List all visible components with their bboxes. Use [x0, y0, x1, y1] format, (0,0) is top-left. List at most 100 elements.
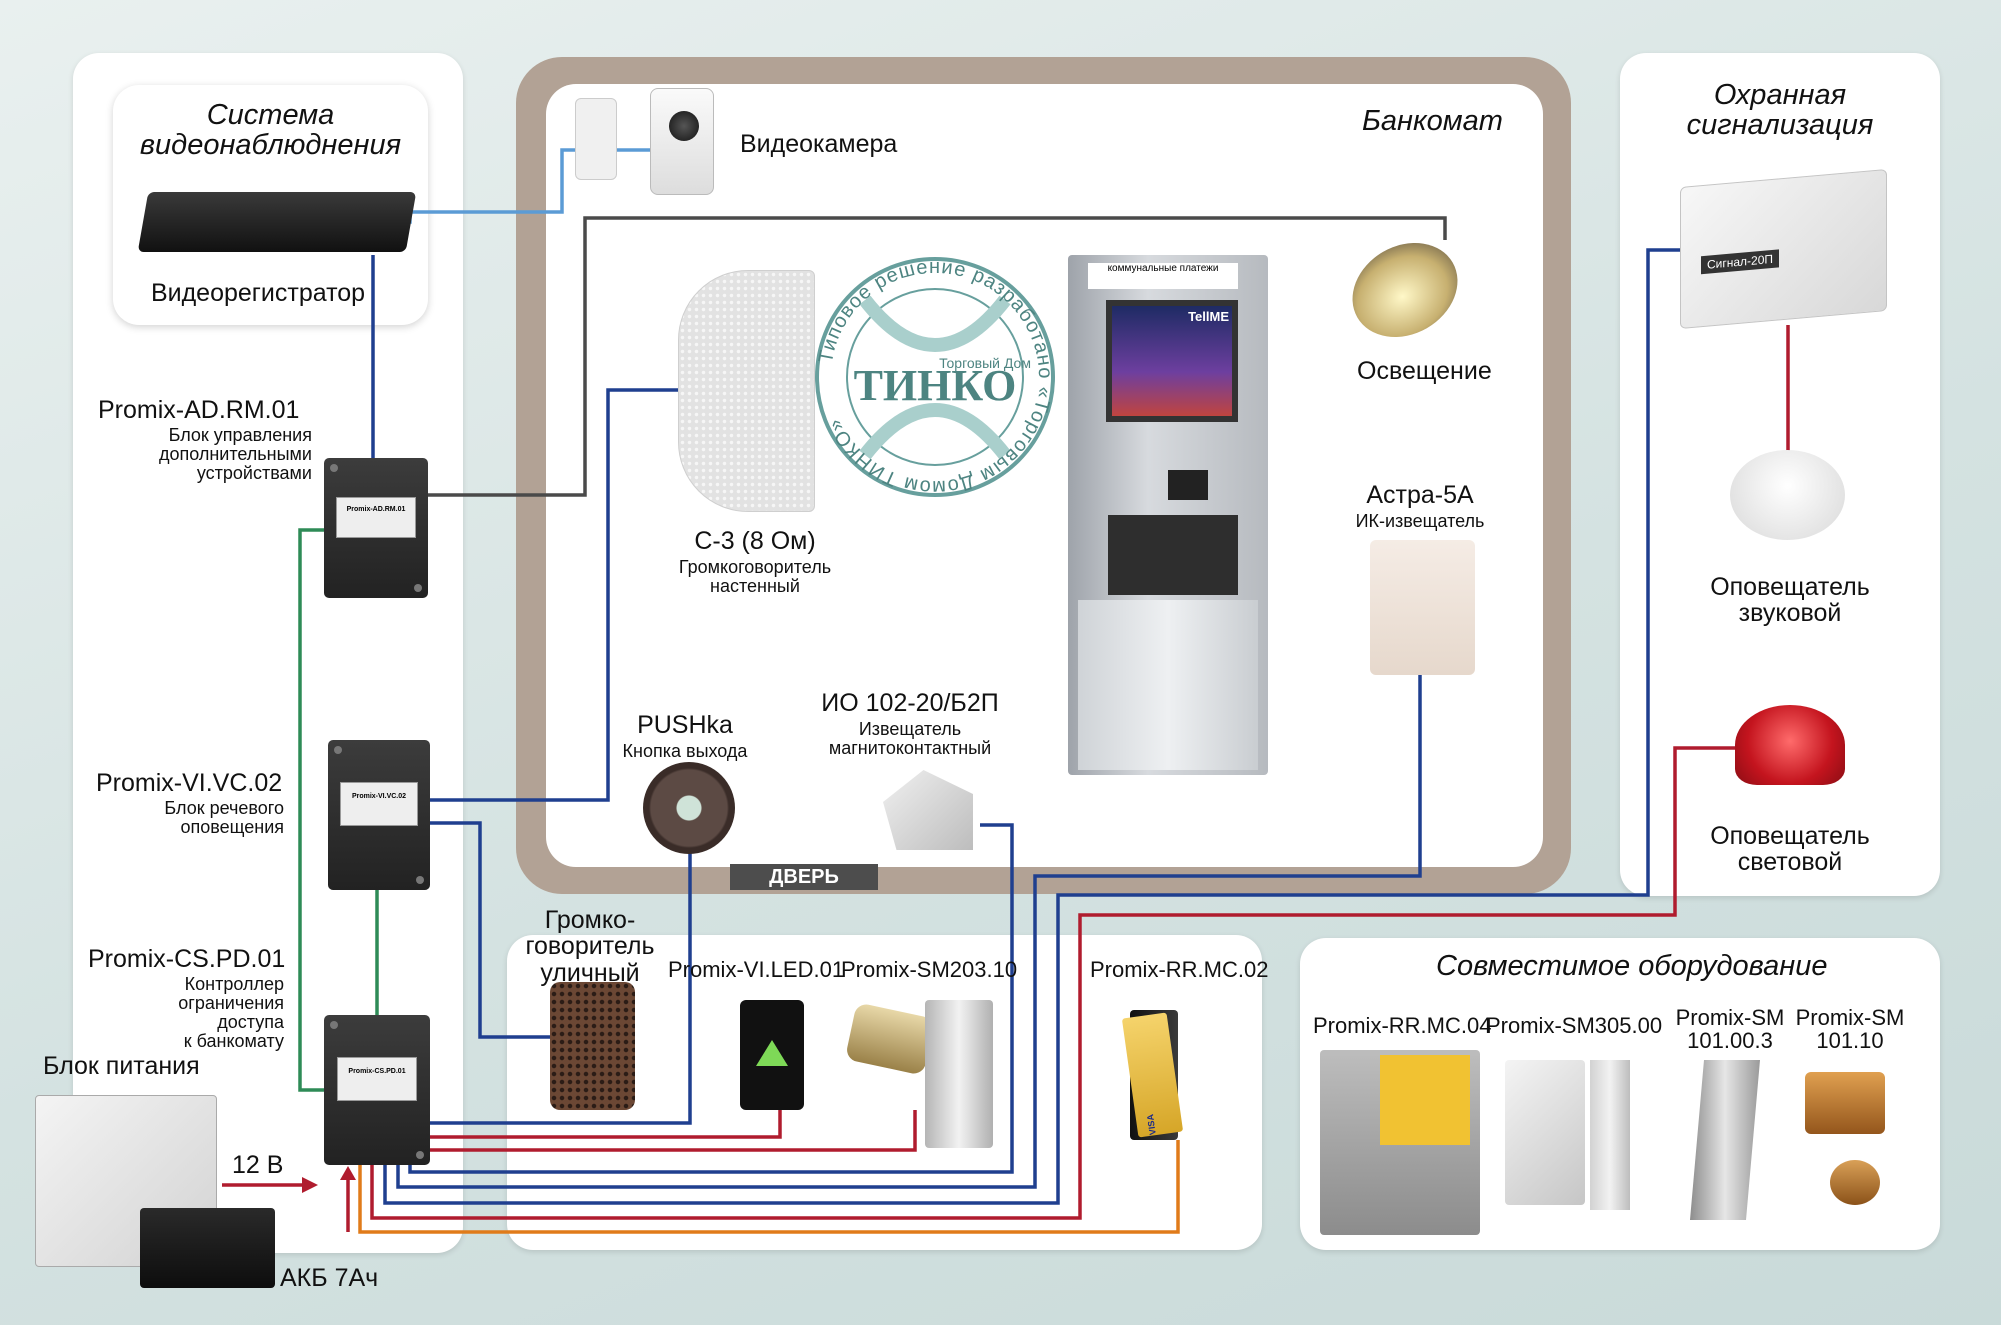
vivc-desc-line2: оповещения [180, 816, 285, 837]
cspd-name: Promix-CS.PD.01 [88, 945, 286, 973]
sounder-label-line1: Оповещатель [1710, 573, 1870, 601]
video-title: Система видеонаблюднения [113, 100, 428, 161]
wire-adrm-light [428, 216, 1447, 497]
sm203-name: Promix-SM203.10 [841, 957, 1018, 982]
cspd-device-icon: Promix-CS.PD.01 [324, 1015, 430, 1165]
sounder-icon [1730, 450, 1845, 540]
arrow-head-12v [302, 1177, 318, 1193]
cspd-desc-line1: Контроллер [184, 974, 284, 994]
astra-name: Астра-5А [1366, 481, 1474, 509]
strobe-icon [1735, 705, 1845, 785]
alarm-title-line2: сигнализация [1686, 109, 1874, 142]
street-speaker-line2: говоритель [525, 932, 655, 961]
atm-screen-logo: TellME [1188, 309, 1229, 324]
compatible-title: Совместимое оборудование [1436, 950, 1828, 982]
ir-detector-icon [1370, 540, 1475, 675]
adrm-name: Promix-AD.RM.01 [98, 396, 300, 424]
speaker-labels: С-3 (8 Ом) Громкоговоритель настенный [665, 528, 845, 596]
sm10110-name: Promix-SM 101.10 [1790, 1006, 1910, 1052]
vivc-device-icon: Promix-VI.VC.02 [328, 740, 430, 890]
cspd-desc-line3: доступа [217, 1011, 284, 1032]
alarm-title-line1: Охранная [1713, 79, 1847, 111]
alarm-device-label: Сигнал-20П [1701, 249, 1780, 275]
camera-label: Видеокамера [740, 130, 898, 158]
lock-plate-sm203-icon [925, 1000, 993, 1148]
arrow-up-head [340, 1166, 356, 1180]
vivc-desc: Блок речевого оповещения [100, 799, 284, 837]
strobe-label-line1: Оповещатель [1710, 822, 1870, 850]
card-logo-text: VISA [1144, 1113, 1158, 1136]
atm-top-banner: коммунальные платежи [1088, 263, 1238, 289]
astra-desc: ИК-извещатель [1355, 511, 1485, 532]
pushka-labels: PUSHka Кнопка выхода [610, 712, 760, 761]
atm-machine-icon: коммунальные платежи TellME [1068, 255, 1268, 775]
video-camera-icon [575, 98, 617, 180]
vivc-plate: Promix-VI.VC.02 [340, 782, 418, 826]
strobe-label: Оповещатель световой [1690, 823, 1890, 876]
astra-labels: Астра-5А ИК-извещатель [1350, 482, 1490, 531]
vivc-plate-text: Promix-VI.VC.02 [351, 793, 407, 800]
pushka-desc: Кнопка выхода [622, 741, 748, 762]
wire-cs-led [430, 1110, 782, 1139]
stamp-small-text: Торговый Дом [939, 355, 1031, 371]
adrm-plate: Promix-AD.RM.01 [336, 497, 416, 539]
cspd-plate-text: Promix-CS.PD.01 [348, 1068, 406, 1075]
lighting-label: Освещение [1357, 357, 1492, 385]
wire-cs-pushka [430, 845, 692, 1125]
camera-lens-icon [669, 111, 699, 141]
sm10100-name: Promix-SM 101.00.3 [1670, 1006, 1790, 1052]
vivc-name: Promix-VI.VC.02 [96, 769, 283, 797]
alarm-title: Охранная сигнализация [1620, 80, 1940, 141]
wire-cs-io102 [408, 823, 1014, 1174]
io102-name: ИО 102-20/Б2П [821, 689, 999, 717]
atm-screen: TellME [1106, 300, 1238, 422]
lock-sm10110-bolt-icon [1830, 1160, 1880, 1205]
screw [330, 1021, 338, 1029]
adrm-device-icon: Promix-AD.RM.01 [324, 458, 428, 598]
wire-vi-speaker [430, 388, 680, 802]
rrmc02-name: Promix-RR.MC.02 [1090, 957, 1269, 982]
street-speaker-line1: Громко- [544, 906, 636, 934]
atm-keypad-icon [1168, 470, 1208, 500]
sm305-name: Promix-SM305.00 [1486, 1013, 1663, 1038]
screw [416, 1151, 424, 1159]
pushka-name: PUSHka [637, 711, 733, 739]
wire-vi-street-speaker [430, 821, 550, 1039]
lock-sm305-plate-icon [1590, 1060, 1630, 1210]
rrmc04-name: Promix-RR.MC.04 [1313, 1013, 1492, 1038]
door-label: ДВЕРЬ [730, 864, 878, 890]
battery-label: АКБ 7Ач [280, 1264, 379, 1292]
screw [416, 876, 424, 884]
wire-cs-alarm-red [370, 746, 1740, 1220]
vivc-desc-line1: Блок речевого [164, 798, 284, 818]
wire-green-adrm-cs [298, 528, 332, 1092]
sm10100-name-line2: 101.00.3 [1687, 1028, 1773, 1054]
street-speaker-line3: уличный [540, 958, 640, 987]
cspd-desc-line4: к банкомату [183, 1030, 284, 1051]
lock-sm10110-icon [1805, 1072, 1885, 1134]
video-title-line2: видеонаблюднения [139, 129, 402, 162]
sounder-label: Оповещатель звуковой [1690, 574, 1890, 627]
sm10110-name-line2: 101.10 [1816, 1028, 1884, 1054]
cspd-plate: Promix-CS.PD.01 [336, 1057, 418, 1101]
speaker-desc-line1: Громкоговоритель [678, 557, 832, 578]
video-camera-body-icon [650, 88, 714, 195]
atm-title: Банкомат [1362, 105, 1503, 137]
speaker-desc-line2: настенный [710, 576, 800, 597]
cspd-desc-line2: ограничения [178, 992, 284, 1013]
screw [330, 464, 338, 472]
cspd-desc: Контроллер ограничения доступа к банкома… [100, 975, 284, 1051]
atm-dispenser [1108, 515, 1238, 595]
card-reader-sign [1380, 1055, 1470, 1145]
atm-top-text: коммунальные платежи [1107, 263, 1219, 274]
speaker-name: С-3 (8 Ом) [694, 527, 816, 555]
adrm-desc-line2: дополнительными [158, 443, 312, 464]
sm10110-name-line1: Promix-SM [1795, 1005, 1905, 1030]
video-recorder-icon [137, 192, 417, 252]
led-name: Promix-VI.LED.01 [668, 957, 845, 982]
screw [414, 584, 422, 592]
voltage-label: 12 В [232, 1151, 284, 1179]
io102-desc-line2: магнитоконтактный [828, 738, 992, 759]
wire-cs-astra [396, 675, 1422, 1189]
